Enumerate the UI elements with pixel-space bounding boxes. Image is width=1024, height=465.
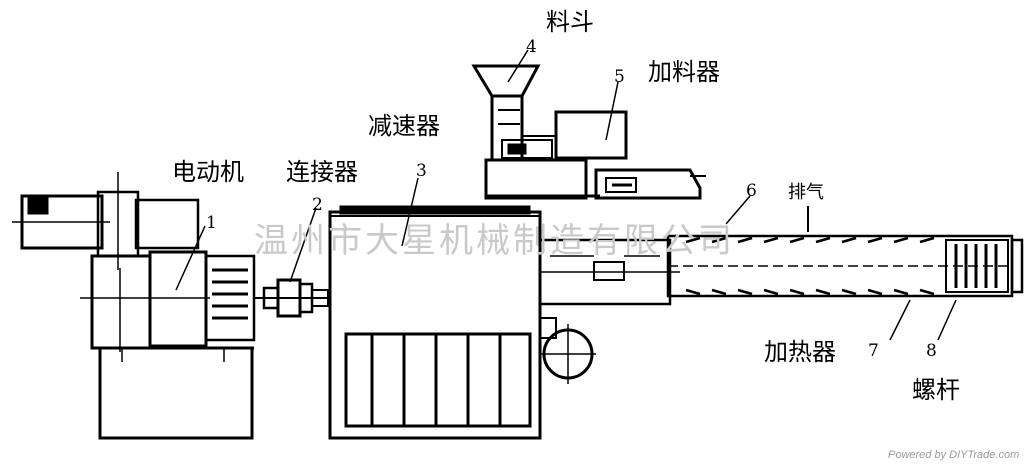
label-vent: 排气 xyxy=(788,182,824,203)
hopper xyxy=(471,49,600,200)
heater-segment-bottom xyxy=(841,288,857,296)
screw-flights xyxy=(889,239,1009,341)
label-heater: 加热器 xyxy=(764,338,836,366)
motor-base xyxy=(92,346,254,440)
heater-segment-bottom xyxy=(893,288,909,296)
heater-segment-bottom xyxy=(737,288,753,296)
label-coupling: 连接器 xyxy=(286,158,358,186)
heater-segment-top xyxy=(867,236,883,244)
heater-segment-bottom xyxy=(685,288,701,296)
heater-segment-top xyxy=(685,236,701,244)
heater-segment-bottom xyxy=(815,288,831,296)
heater-segment-bottom xyxy=(789,288,805,296)
number-2: 2 xyxy=(312,195,323,215)
drive-shaft xyxy=(538,238,680,306)
heater-segment-bottom xyxy=(763,288,779,296)
feeder xyxy=(522,81,706,200)
heater-segment-bottom xyxy=(919,288,935,296)
number-3: 3 xyxy=(416,161,427,181)
heater-segment-top xyxy=(841,236,857,244)
heater-segment-top xyxy=(919,236,935,244)
coupling xyxy=(254,207,330,318)
credit-text: Powered by DIYTrade.com xyxy=(888,449,1019,461)
heater-segment-top xyxy=(711,236,727,244)
number-5: 5 xyxy=(614,67,625,87)
reducer-gearbox xyxy=(328,177,596,440)
watermark-company: 温州市大星机械制造有限公司 xyxy=(254,221,735,261)
label-screw: 螺杆 xyxy=(912,376,960,404)
label-motor: 电动机 xyxy=(172,158,244,186)
label-reducer: 减速器 xyxy=(368,112,440,140)
number-1: 1 xyxy=(206,213,217,233)
number-4: 4 xyxy=(526,37,537,57)
heater-segment-bottom xyxy=(867,288,883,296)
label-hopper: 料斗 xyxy=(546,8,594,36)
heater-segment-top xyxy=(789,236,805,244)
heater-segment-top xyxy=(763,236,779,244)
label-feeder: 加料器 xyxy=(648,58,720,86)
number-7: 7 xyxy=(868,341,879,361)
heater-segment-top xyxy=(815,236,831,244)
number-6: 6 xyxy=(746,181,757,201)
number-8: 8 xyxy=(926,341,937,361)
heater-segment-bottom xyxy=(711,288,727,296)
heater-segment-top xyxy=(893,236,909,244)
heater-segment-top xyxy=(737,236,753,244)
heater-bands xyxy=(685,236,935,296)
motor xyxy=(12,172,256,352)
